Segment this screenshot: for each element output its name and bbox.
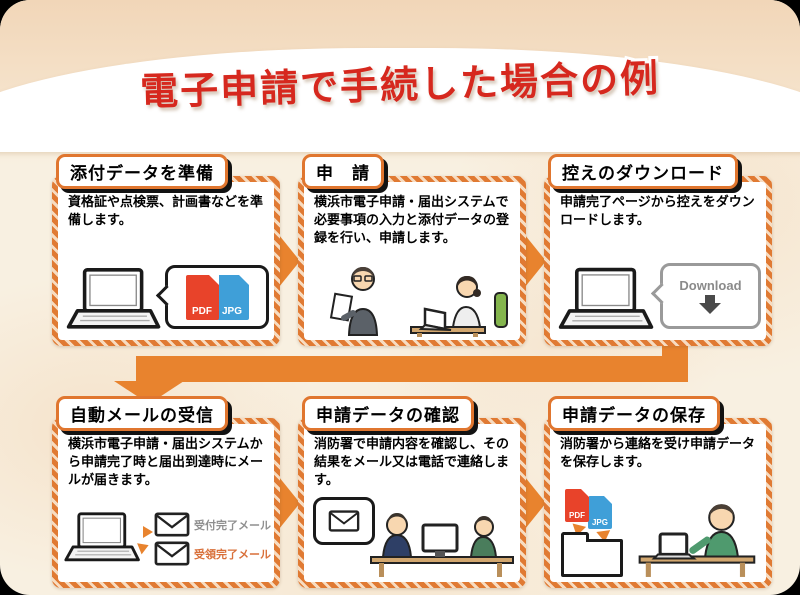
flow-connector-stub — [662, 344, 688, 358]
jpg-file-icon: JPG — [588, 496, 612, 529]
flow-arrow-icon — [279, 235, 300, 287]
envelope-icon — [154, 512, 190, 537]
title-arch-background — [0, 48, 800, 152]
step-title: 申 請 — [302, 154, 384, 189]
mail-label-accepted: 受領完了メール — [194, 548, 271, 561]
step-title: 控えのダウンロード — [548, 154, 738, 189]
step-box-confirm-data: 申請データの確認 消防署で申請内容を確認し、その結果をメール又は電話で連絡します… — [298, 396, 526, 588]
step-illustration: Download — [553, 251, 763, 337]
step-box-inner: 横浜市電子申請・届出システムで必要事項の入力と添付データの登録を行い、申請します… — [304, 182, 520, 340]
step-illustration: PDF JPG — [61, 251, 271, 337]
step-title: 申請データの確認 — [302, 396, 474, 431]
flow-arrow-icon — [525, 477, 546, 529]
step-illustration — [307, 497, 517, 579]
person-at-laptop-icon — [638, 504, 756, 577]
step-box-download-copy: 控えのダウンロード 申請完了ページから控えをダウンロードします。 Downloa… — [544, 154, 772, 346]
jpg-label: JPG — [591, 518, 608, 527]
pdf-file-icon: PDF — [185, 274, 219, 320]
speech-bubble — [313, 497, 375, 545]
pdf-label: PDF — [192, 305, 212, 317]
mail-label-received: 受付完了メール — [194, 519, 271, 532]
laptop-icon — [66, 268, 161, 329]
download-arrow-icon — [699, 293, 722, 314]
step-box-save-data: 申請データの保存 消防署から連絡を受け申請データを保存します。 PDF JPG — [544, 396, 772, 588]
mail-row: 受付完了メール — [154, 512, 271, 537]
jpg-file-icon: JPG — [215, 274, 249, 320]
step-title: 添付データを準備 — [56, 154, 228, 189]
flow-connector-bar — [136, 356, 688, 382]
step-box-inner: 消防署で申請内容を確認し、その結果をメール又は電話で連絡します。 — [304, 424, 520, 582]
step-body-text: 横浜市電子申請・届出システムで必要事項の入力と添付データの登録を行い、申請します… — [314, 194, 510, 246]
folder-icon — [561, 532, 623, 577]
fire-station-staff-icon — [370, 513, 514, 577]
step-title: 自動メールの受信 — [56, 396, 228, 431]
mail-list: 受付完了メール 受領完了メール — [154, 508, 271, 570]
signal-spark-icon — [137, 523, 153, 556]
jpg-label: JPG — [221, 305, 242, 317]
step-box-auto-mail: 自動メールの受信 横浜市電子申請・届出システムから申請完了時と届出到達時にメール… — [52, 396, 280, 588]
laptop-icon — [558, 267, 654, 329]
flow-arrow-icon — [525, 235, 546, 287]
step-illustration: 受付完了メール 受領完了メール — [61, 499, 271, 579]
monitor-icon — [421, 523, 459, 553]
laptop-icon — [64, 512, 140, 562]
envelope-icon — [154, 541, 190, 566]
people-applying-icon — [329, 267, 508, 337]
flow-arrow-icon — [279, 477, 300, 529]
step-body-text: 消防署から連絡を受け申請データを保存します。 — [560, 436, 756, 470]
step-illustration: PDF JPG — [553, 489, 763, 579]
step-box-inner: 資格証や点検票、計画書などを準備します。 PDF JPG — [58, 182, 274, 340]
step-body-text: 消防署で申請内容を確認し、その結果をメール又は電話で連絡します。 — [314, 436, 510, 488]
step-illustration — [307, 265, 517, 337]
step-body-text: 申請完了ページから控えをダウンロードします。 — [560, 194, 755, 228]
step-body-text: 横浜市電子申請・届出システムから申請完了時と届出到達時にメールが届きます。 — [68, 436, 264, 488]
pdf-label: PDF — [569, 511, 585, 520]
step-box-inner: 横浜市電子申請・届出システムから申請完了時と届出到達時にメールが届きます。 — [58, 424, 274, 582]
step-box-apply: 申 請 横浜市電子申請・届出システムで必要事項の入力と添付データの登録を行い、申… — [298, 154, 526, 346]
pdf-file-icon: PDF — [565, 489, 589, 522]
envelope-icon — [328, 510, 360, 532]
step-box-inner: 消防署から連絡を受け申請データを保存します。 PDF JPG — [550, 424, 766, 582]
speech-bubble: PDF JPG — [165, 265, 269, 329]
step-body-text: 資格証や点検票、計画書などを準備します。 — [68, 194, 264, 228]
step-box-prepare-data: 添付データを準備 資格証や点検票、計画書などを準備します。 PDF JPG — [52, 154, 280, 346]
mail-row: 受領完了メール — [154, 541, 271, 566]
step-box-inner: 申請完了ページから控えをダウンロードします。 Download — [550, 182, 766, 340]
step-title: 申請データの保存 — [548, 396, 720, 431]
download-label: Download — [679, 278, 742, 293]
download-bubble: Download — [659, 263, 761, 329]
